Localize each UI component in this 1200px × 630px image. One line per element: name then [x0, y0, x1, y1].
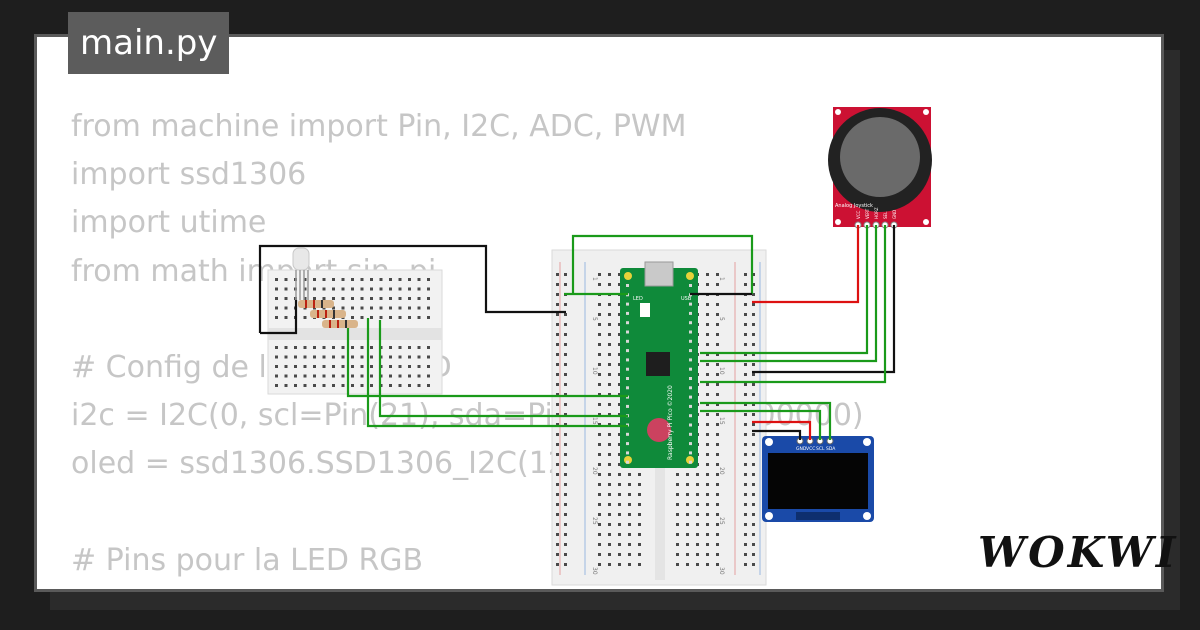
row-number-label: 20 [718, 467, 725, 475]
row-number-label: 10 [718, 367, 725, 375]
code-line: import ssd1306 [71, 157, 307, 193]
pico-led-label: LED [633, 296, 643, 302]
analog-joystick[interactable]: Analog Joystick VCC VERT HORZ SEL GND [828, 107, 932, 229]
rgb-led[interactable] [292, 247, 310, 300]
oled-pin-label: GND [796, 446, 807, 452]
raspberry-icon [647, 418, 671, 442]
raspberry-pi-pico[interactable]: LED USB Raspberry Pi Pico ©2020 [620, 261, 698, 468]
joystick-pin-label: GND [892, 210, 897, 219]
oled-pin-label: SDA [826, 446, 836, 452]
joystick-label: Analog Joystick [835, 203, 873, 209]
joystick-pin-label: SEL [883, 211, 888, 219]
row-number-label: 5 [718, 317, 725, 321]
mini-breadboard [267, 269, 443, 395]
row-number-label: 30 [591, 567, 598, 575]
resistors[interactable] [298, 300, 358, 328]
pico-usb-label: USB [681, 296, 692, 302]
wires [258, 225, 896, 440]
joystick-pin-label: HORZ [874, 207, 879, 219]
row-number-label: 30 [718, 567, 725, 575]
row-number-label: 10 [591, 367, 598, 375]
row-number-label: 1 [718, 277, 725, 281]
row-number-label: 15 [591, 417, 598, 425]
code-preview: from machine import Pin, I2C, ADC, PWM im… [71, 103, 864, 589]
code-line: import utime [71, 205, 267, 241]
joystick-pin-label: VCC [856, 210, 861, 219]
oled-pin-label: VCC [806, 446, 815, 452]
row-number-label: 1 [591, 277, 598, 281]
wokwi-logo[interactable]: WOKWI [978, 528, 1179, 577]
pico-board-label: Raspberry Pi Pico ©2020 [667, 385, 674, 460]
code-line: from machine import Pin, I2C, ADC, PWM [71, 109, 687, 144]
card-shadow-right [1164, 50, 1180, 610]
card-shadow-bottom [50, 592, 1180, 610]
row-number-label: 15 [718, 417, 725, 425]
joystick-pin-label: VERT [865, 208, 870, 219]
row-number-label: 5 [591, 317, 598, 321]
code-line: # Pins pour la LED RGB [71, 542, 424, 578]
row-number-label: 20 [591, 467, 598, 475]
file-tab[interactable]: main.py [68, 12, 230, 74]
row-number-label: 25 [591, 517, 598, 525]
oled-pin-label: SCL [816, 446, 825, 452]
row-number-label: 25 [718, 517, 725, 525]
